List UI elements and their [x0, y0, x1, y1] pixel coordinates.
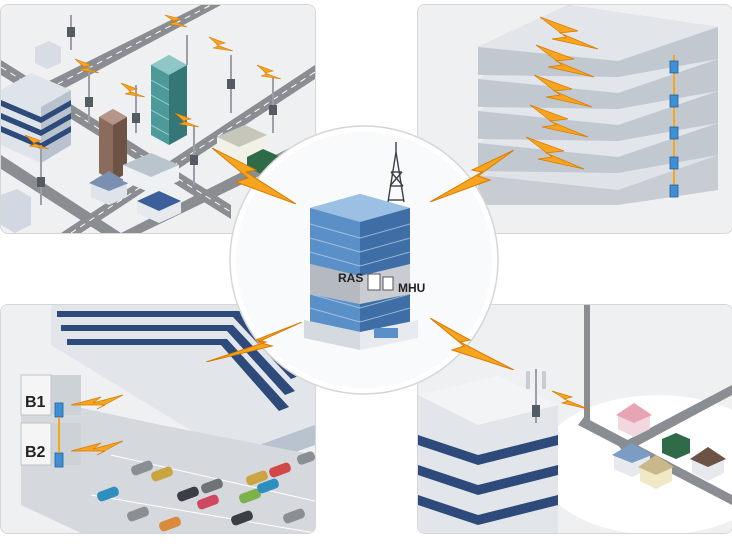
city-small-bolts [24, 14, 282, 150]
houses [1, 41, 281, 233]
lightning-bolt-icon [206, 322, 302, 362]
lightning-bolt-icon [212, 148, 296, 204]
glass-tower [150, 55, 187, 145]
office-building [1, 73, 71, 163]
b2-label: B2 [25, 444, 46, 461]
city-panel [0, 4, 316, 234]
rooftop-bolt [551, 390, 589, 410]
lightning-bolt-icon [430, 150, 514, 202]
floor-slabs [478, 5, 718, 205]
brown-tower [99, 109, 127, 181]
mhu-label: MHU [398, 281, 425, 295]
antenna-tower-icon [526, 369, 546, 423]
antenna-towers [37, 15, 277, 205]
lightning-bolt-icon [430, 318, 514, 370]
parking-scene: B1 B2 [1, 305, 315, 533]
parking-panel: B1 B2 [0, 304, 316, 534]
basement-levels [20, 374, 81, 466]
antenna-tower-icon [387, 142, 405, 203]
city-scene [1, 5, 315, 233]
remote-unit-icons [669, 60, 679, 198]
b1-label: B1 [25, 394, 46, 411]
mhu-unit-icon [382, 276, 394, 291]
rooftop-panel [417, 304, 732, 534]
floor-bolts [525, 16, 599, 170]
car-icons [97, 451, 315, 532]
ras-unit-icon [367, 273, 381, 291]
central-building [304, 194, 418, 350]
ras-label: RAS [338, 271, 363, 285]
parking-bolts [70, 394, 124, 456]
hub-circle: RAS MHU [228, 124, 500, 396]
rooftop-scene [418, 305, 732, 533]
rooftop-building [418, 375, 558, 533]
houses [612, 403, 726, 489]
